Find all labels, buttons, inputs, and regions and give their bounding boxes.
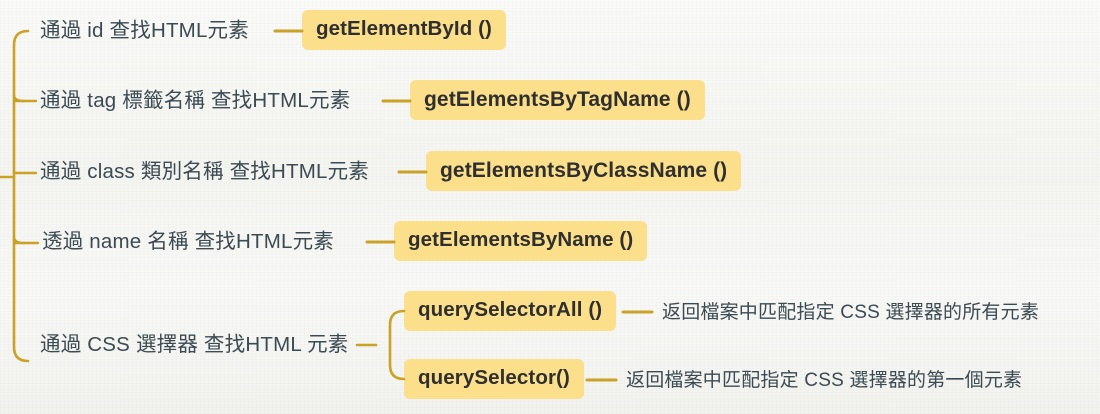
sub-spine [388, 309, 406, 381]
spine-elbow-4 [12, 235, 26, 245]
spine-elbow-2 [12, 93, 26, 103]
main-spine [12, 29, 30, 363]
